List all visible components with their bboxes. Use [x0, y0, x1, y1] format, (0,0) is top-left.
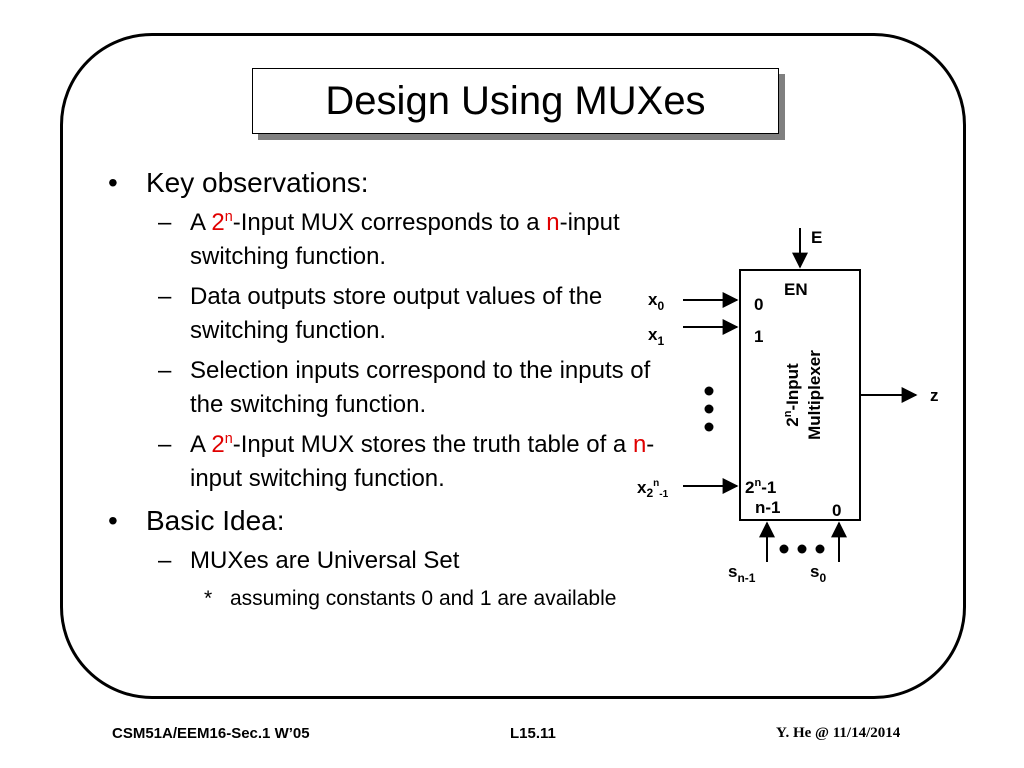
mux-name: 2n-Input Multiplexer — [782, 350, 824, 440]
star-mark: * — [204, 587, 213, 610]
output-label: z — [930, 386, 939, 405]
bullet-list: • Key observations: – A 2n-Input MUX cor… — [108, 160, 668, 613]
subbullet-3: – Selection inputs correspond to the inp… — [108, 354, 668, 422]
subbullet-2: – Data outputs store output values of th… — [108, 280, 668, 348]
text-part: Selection inputs correspond to the input… — [190, 357, 651, 418]
dash-mark: – — [158, 431, 172, 458]
bullet-dot: • — [108, 167, 118, 198]
enable-pin-label: EN — [784, 280, 808, 299]
bullet-basic-idea: • Basic Idea: — [108, 502, 668, 540]
subbullet-1: – A 2n-Input MUX corresponds to a n-inpu… — [108, 206, 668, 274]
red-text: 2 — [211, 209, 225, 236]
subbullet-4: – A 2n-Input MUX stores the truth table … — [108, 428, 668, 496]
text-part: assuming constants 0 and 1 are available — [230, 587, 617, 610]
red-text: n — [546, 209, 560, 236]
pin-last: 2n-1 — [745, 477, 776, 497]
text-part: -input switching function. — [190, 209, 620, 270]
select-msb-pin: n-1 — [755, 498, 781, 517]
subsubbullet-1: * assuming constants 0 and 1 are availab… — [108, 584, 668, 613]
footer-author-date: Y. He @ 11/14/2014 — [776, 725, 901, 741]
text-part: -Input MUX corresponds to a — [232, 209, 547, 236]
input-last-label: x2n-1 — [637, 478, 669, 500]
ellipsis-dot — [704, 422, 714, 432]
slide-title: Design Using MUXes — [325, 78, 706, 123]
bullet-dot: • — [108, 505, 118, 536]
ellipsis-dot — [779, 544, 789, 554]
select-msb-label: sn-1 — [728, 562, 756, 585]
text-part: MUXes are Universal Set — [190, 547, 460, 574]
text-part: A — [190, 209, 212, 236]
dash-mark: – — [158, 209, 172, 236]
bullet-text: Key observations: — [146, 167, 369, 198]
pin-1: 1 — [754, 327, 763, 346]
footer-slide-number: L15.11 — [510, 725, 556, 742]
ellipsis-dot — [797, 544, 807, 554]
enable-input-label: E — [811, 228, 822, 247]
ellipsis-dot — [815, 544, 825, 554]
red-superscript: n — [224, 431, 233, 447]
input-x0-label: x0 — [648, 290, 664, 313]
bullet-key-observations: • Key observations: — [108, 164, 668, 202]
red-text: 2 — [211, 431, 225, 458]
red-superscript: n — [224, 209, 233, 225]
title-box: Design Using MUXes — [252, 68, 779, 134]
text-part: Data outputs store output values of the … — [190, 283, 603, 344]
ellipsis-dot — [704, 404, 714, 414]
text-part: -Input MUX stores the truth table of a — [232, 431, 633, 458]
mux-name-line1: 2n-Input — [782, 363, 802, 427]
red-text: n — [632, 431, 647, 458]
input-x1-label: x1 — [648, 325, 664, 348]
ellipsis-dot — [704, 386, 714, 396]
select-lsb-label: s0 — [810, 562, 826, 585]
text-part: A — [190, 431, 212, 458]
text-part: -input switching function. — [190, 431, 655, 492]
dash-mark: – — [158, 547, 172, 574]
pin-0: 0 — [754, 295, 763, 314]
subbullet-5: – MUXes are Universal Set — [108, 544, 668, 578]
mux-name-line2: Multiplexer — [805, 350, 824, 440]
dash-mark: – — [158, 357, 172, 384]
slide-frame — [60, 33, 966, 699]
footer-course: CSM51A/EEM16-Sec.1 W’05 — [112, 725, 310, 742]
select-lsb-pin: 0 — [832, 501, 841, 520]
bullet-text: Basic Idea: — [146, 505, 285, 536]
dash-mark: – — [158, 283, 172, 310]
